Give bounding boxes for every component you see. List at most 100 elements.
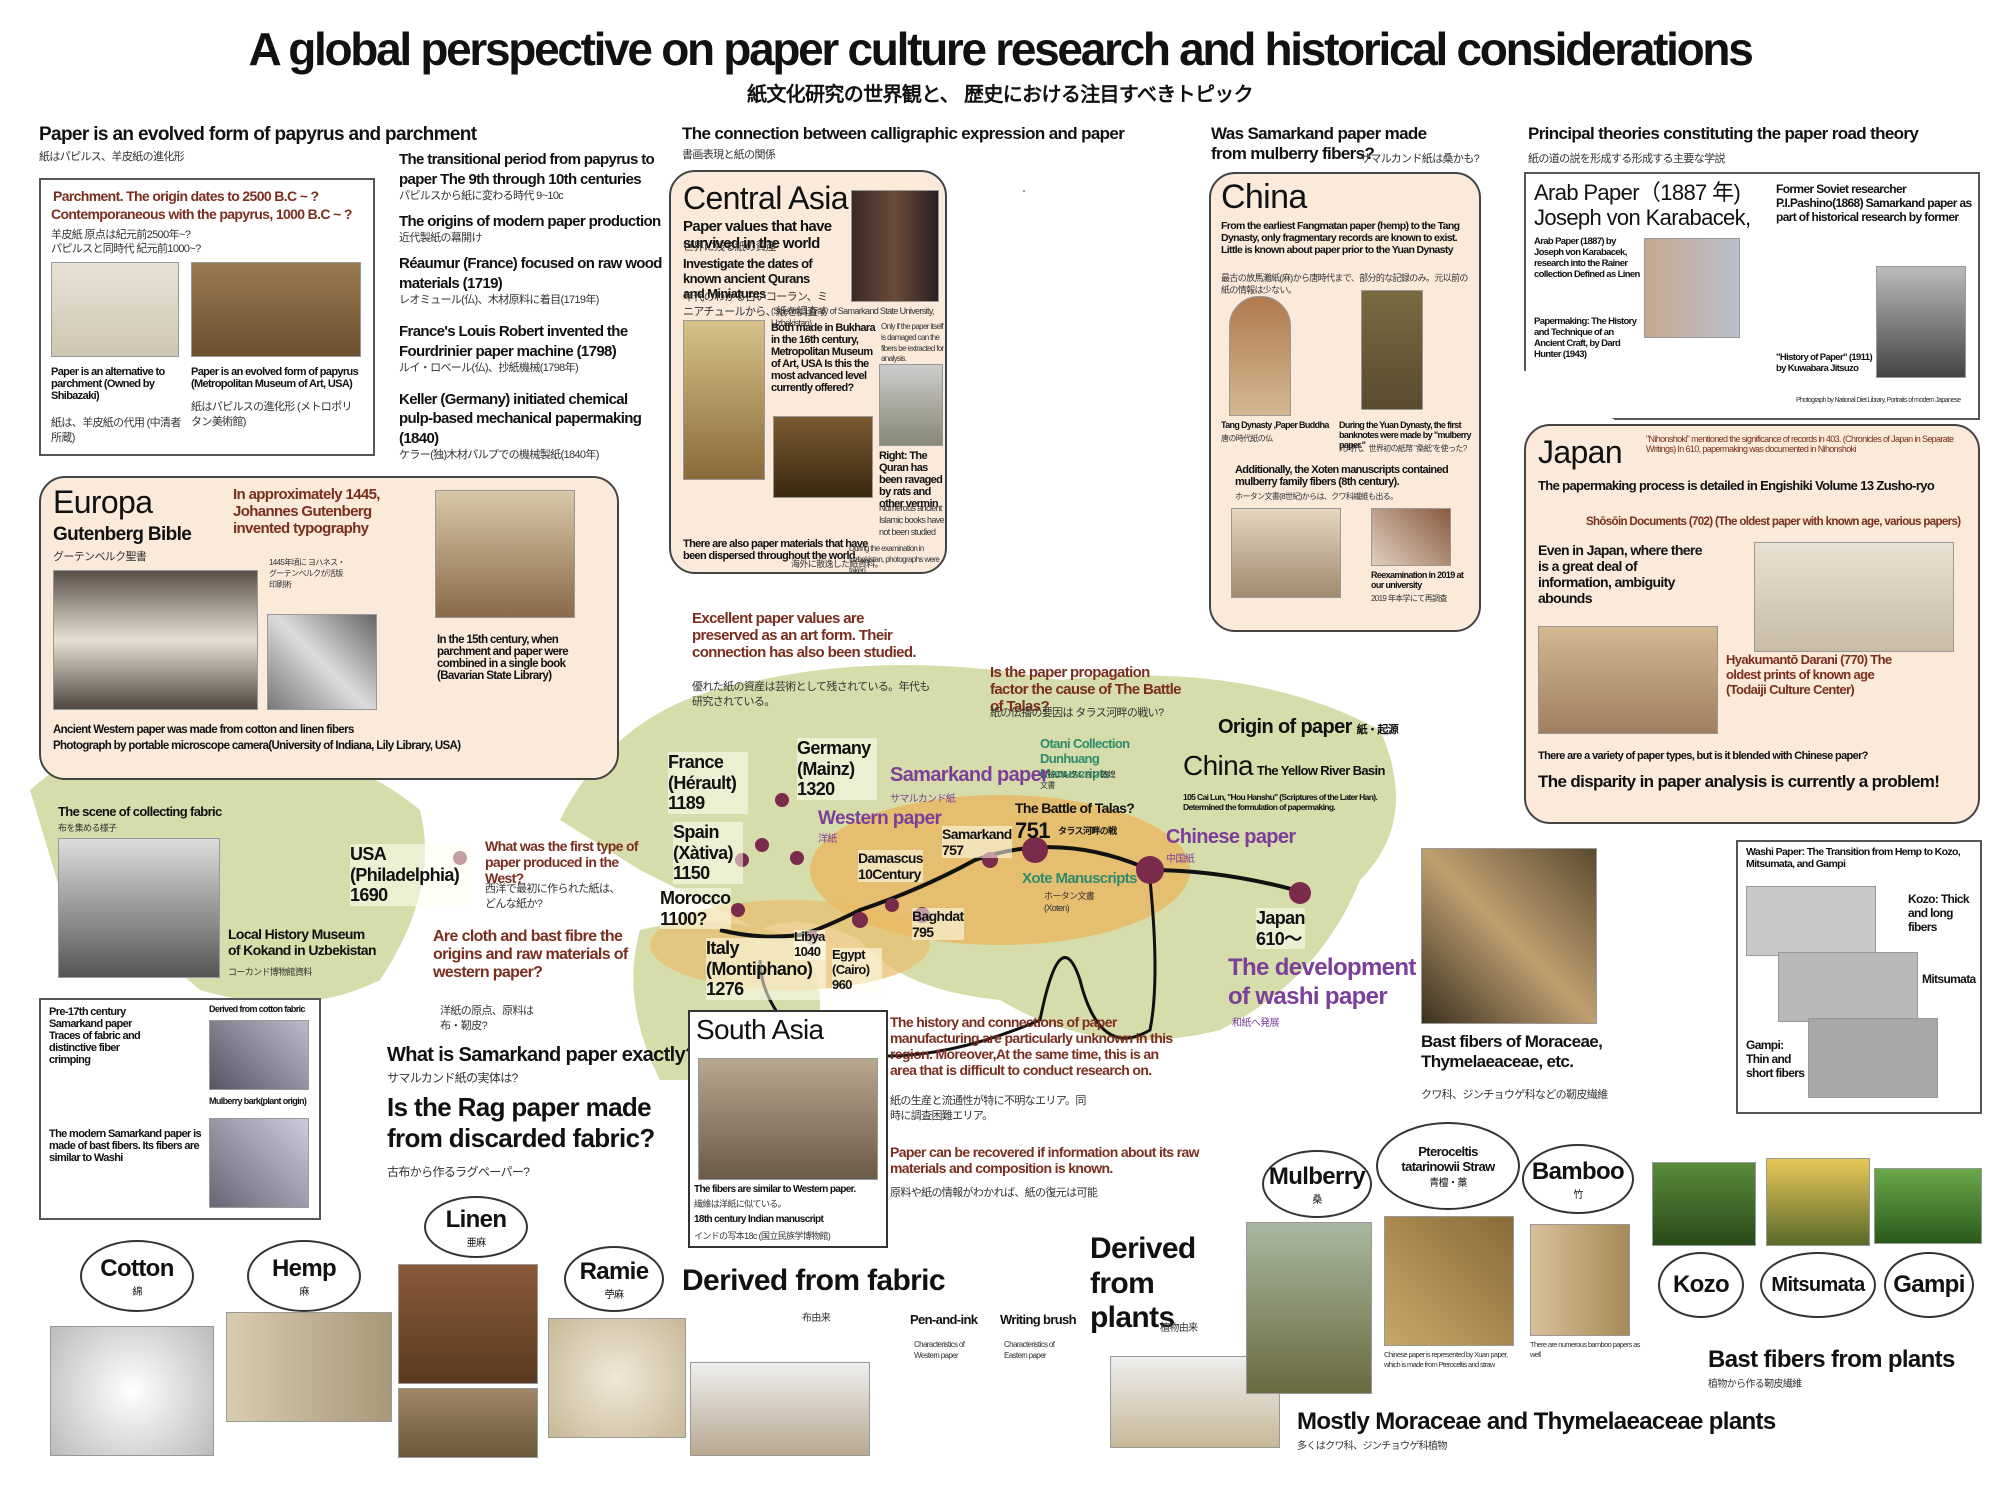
shosoin-text: Shōsōin Documents (702) (The oldest pape… [1586, 516, 1961, 528]
city-name: Morocco [660, 888, 731, 908]
pre17-text: Pre-17th century Samarkand paper Traces … [49, 1006, 141, 1066]
bible-photo [53, 570, 258, 710]
library-photo [1023, 190, 1025, 192]
samarkand-question: What is Samarkand paper exactly? [387, 1044, 697, 1066]
talas-question: Is the paper propagation factor the caus… [990, 664, 1181, 715]
timeline-jp: パピルスから紙に変わる時代 9~10c [399, 190, 564, 202]
only-if-text: Only if the paper itself is damaged can … [881, 322, 944, 364]
rag-paper-question: Is the Rag paper made from discarded fab… [387, 1092, 655, 1153]
central-asia-box: Central Asia Paper values that have surv… [669, 170, 1025, 575]
mulberry-photo [1246, 1222, 1372, 1394]
samarkand-mulberry-heading: Was Samarkand paper made from mulberry f… [1211, 124, 1427, 164]
mitsumata-oval: Mitsumata [1760, 1252, 1876, 1318]
scene-label: The scene of collecting fabric [58, 804, 222, 819]
even-japan-text: Even in Japan, where there is a great de… [1538, 542, 1703, 606]
mitsumata-label: Mitsumata [1771, 1273, 1865, 1296]
parchment-caption-jp: 紙は、羊皮紙の代用 (中清者所蔵) [51, 417, 181, 444]
history-text: The history and connections of paper man… [890, 1014, 1173, 1078]
china-map-label: China The Yellow River Basin [1183, 750, 1385, 782]
cotton-jp: 綿 [132, 1286, 142, 1298]
route-arrow [719, 845, 1151, 939]
arab-paper-book-photo [1644, 238, 1740, 338]
writing-brush-sub: Characteristics of Eastern paper [1004, 1340, 1055, 1360]
gutenberg-invented: In approximately 1445, Johannes Gutenber… [233, 486, 380, 537]
derived-plants-label: Derived from plants [1090, 1232, 1196, 1334]
samarkand-paper-jp: サマルカンド紙 [890, 794, 956, 805]
route-arrow-japan [1149, 868, 1296, 892]
cotton-fiber-photo [209, 1020, 309, 1090]
timeline-item: Keller (Germany) initiated chemical pulp… [399, 390, 664, 463]
bast-plants-jp: 植物から作る靭皮繊維 [1708, 1379, 1802, 1390]
ramie-label: Ramie [579, 1257, 649, 1285]
cotton-label: Cotton [100, 1254, 174, 1282]
city-year: 1150 [673, 863, 710, 884]
cloth-jp: 洋紙の原点、原料は布・靭皮? [440, 1005, 534, 1032]
hemp-jp: 麻 [299, 1286, 309, 1298]
timeline-text: Keller (Germany) initiated chemical pulp… [399, 390, 642, 447]
city-year: 795 [912, 924, 934, 941]
hemp-photo [226, 1312, 392, 1422]
city-name: Baghdat [912, 908, 964, 924]
nihonshoki-text: "Nihonshoki" mentioned the significance … [1646, 434, 1954, 454]
writing-brush-label: Writing brush [1000, 1312, 1077, 1327]
central-asia-title: Central Asia [683, 180, 848, 216]
gampi-label: Gampi [1893, 1271, 1965, 1298]
papyrus-photo [191, 262, 361, 357]
bast-plants-label: Bast fibers from plants [1708, 1346, 1955, 1373]
pen-ink-label: Pen-and-ink [910, 1312, 978, 1327]
15th-century-text: In the 15th century, when parchment and … [437, 634, 569, 682]
dot-egypt [852, 912, 868, 928]
old-book-photo [435, 490, 575, 618]
bamboo-label: Bamboo [1531, 1157, 1625, 1185]
bast-fibers-text: Bast fibers of Moraceae, Thymelaeaceae, … [1421, 1032, 1603, 1071]
recover-jp: 原料や紙の情報がわかれば、紙の復元は可能 [890, 1187, 1098, 1199]
pre17-box: Pre-17th century Samarkand paper Traces … [39, 998, 321, 1220]
indian-manuscript-jp: インドの写本18c (国立民族学博物館) [694, 1231, 831, 1241]
first-west-jp: 西洋で最初に作られた紙は、どんな紙か? [485, 883, 620, 910]
straw-caption: Chinese paper is represented by Xuan pap… [1384, 1350, 1508, 1370]
central-asia-sub-jp: 世界に残る紙の資産 [683, 241, 777, 253]
western-paper-label: Western paper [818, 808, 942, 829]
timeline-text: Réaumur (France) focused on raw wood mat… [399, 255, 662, 292]
talas-year: 751 [1015, 818, 1050, 843]
variety-text: There are a variety of paper types, but … [1538, 750, 1868, 762]
otani-label: Otani Collection Dunhuang Manuscripts [1040, 736, 1130, 781]
city-year: 610～ [1256, 928, 1302, 949]
city-year: 1690 [350, 885, 388, 906]
city-name: Libya [794, 929, 825, 944]
china-text: From the earliest Fangmatan paper (hemp)… [1221, 220, 1460, 256]
cotton-derived-label: Derived from cotton fabric [209, 1004, 306, 1014]
arab-paper-box: Arab Paper（1887 年) Joseph von Karabacek,… [1524, 172, 1980, 420]
city-year: 1100? [660, 908, 707, 929]
mulberry-jp: 桑 [1312, 1194, 1322, 1206]
linen-photo [398, 1264, 538, 1384]
hunter-text: Papermaking: The History and Technique o… [1534, 316, 1637, 360]
bast-fibers-jp: クワ科、ジンチョウゲ科などの靭皮繊維 [1421, 1089, 1608, 1101]
disparity-text: The disparity in paper analysis is curre… [1538, 772, 1940, 791]
mulberry-bark-label: Mulberry bark(plant origin) [209, 1096, 307, 1106]
origin-jp: 紙・起源 [1356, 724, 1399, 736]
origin-label: Origin of paper [1218, 716, 1352, 738]
quran-ravaged-text: Right: The Quran has been ravaged by rat… [879, 450, 943, 510]
pen-ink-sub: Characteristics of Western paper [914, 1340, 965, 1360]
otani-jp: 大谷コレクション 敦煌文書 [1040, 770, 1116, 790]
south-asia-title: South Asia [696, 1014, 824, 1045]
ramie-photo [548, 1318, 686, 1438]
paper-road-heading: Principal theories constituting the pape… [1528, 124, 1919, 143]
timeline-text: France's Louis Robert invented the Fourd… [399, 323, 628, 360]
cotton-oval: Cotton 綿 [80, 1240, 194, 1312]
library-caption: (Scientific Library of Samarkand State U… [771, 306, 935, 329]
city-year: 10Century [858, 866, 921, 883]
china-text-jp: 最古の放馬灘紙(麻)から唐時代まで、部分的な記録のみ。元以前の紙の情報は少ない。 [1221, 273, 1468, 296]
fiber-photo [1371, 508, 1451, 566]
papyrus-caption: Paper is an evolved form of papyrus (Met… [191, 366, 359, 390]
kozo-plant-photo [1652, 1162, 1756, 1246]
cai-lun-text: 105 Cai Lun, "Hou Hanshu" (Scriptures of… [1183, 792, 1378, 812]
city-name: Damascus [858, 850, 924, 866]
hyakumanto-text: Hyakumantō Darani (770) The oldest print… [1726, 652, 1892, 697]
